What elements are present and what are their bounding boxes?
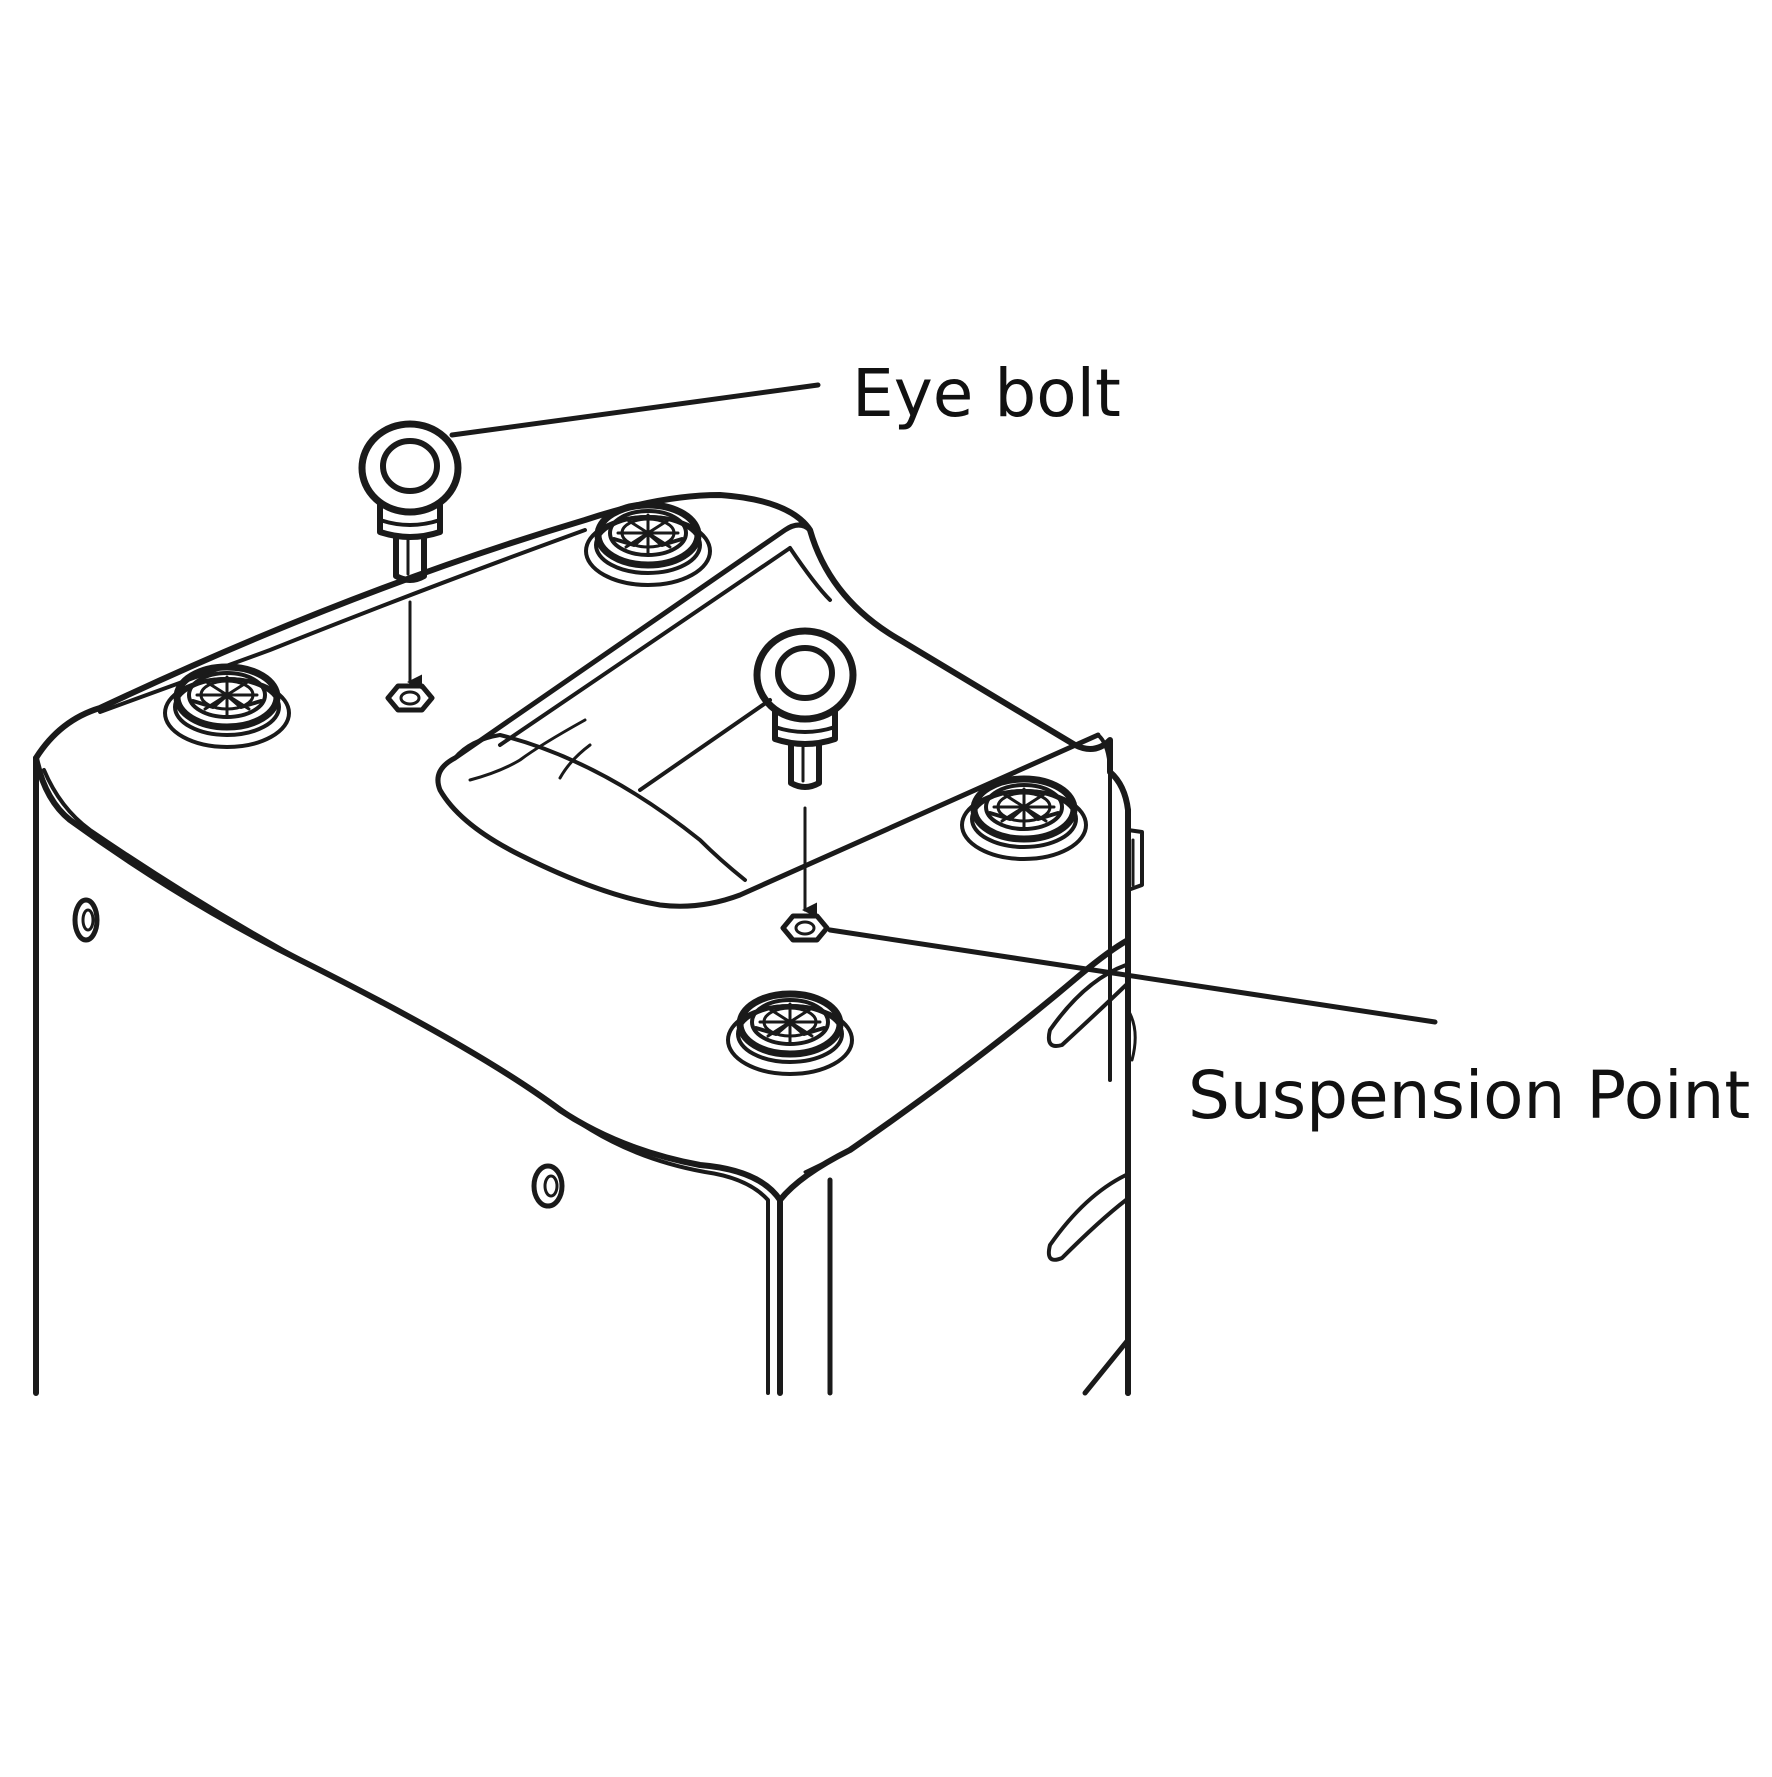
handle-recess [435,522,1101,909]
cabinet-top-edge [33,492,1131,1396]
rubber-foot [962,779,1086,859]
suspension-point-label: Suspension Point [1188,1057,1750,1134]
eye-bolt-right [757,631,853,787]
suspension-nut-left [388,686,432,710]
eye-bolt-left [362,424,458,580]
side-screw-hole [531,1163,565,1209]
rubber-foot [728,994,852,1074]
cabinet-front-rim [33,755,783,1396]
rubber-foot [165,667,289,747]
suspension-nut-right [783,916,827,940]
speaker-cabinet [33,492,1144,1396]
suspension-point-leader-line [827,927,1438,1025]
eye-bolt-leader-line [449,382,821,438]
eye-bolt-label: Eye bolt [852,355,1121,432]
rubber-foot [586,505,710,585]
side-screw-hole [72,897,100,943]
